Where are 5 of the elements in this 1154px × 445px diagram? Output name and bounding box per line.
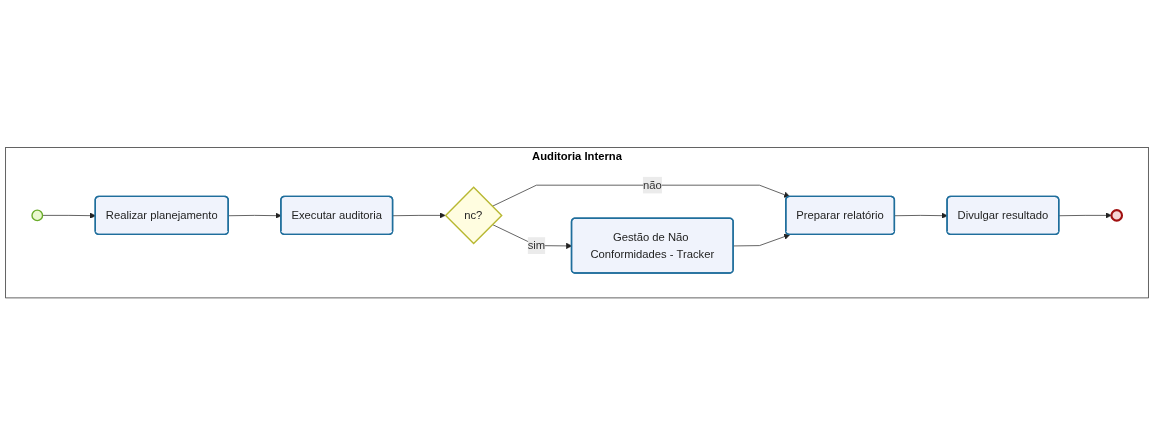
edge-label: sim	[527, 239, 546, 251]
edge-label: não	[642, 178, 662, 191]
node-diamond: nc?	[444, 186, 503, 245]
node-circle	[1110, 208, 1124, 222]
node-circle	[31, 209, 44, 222]
